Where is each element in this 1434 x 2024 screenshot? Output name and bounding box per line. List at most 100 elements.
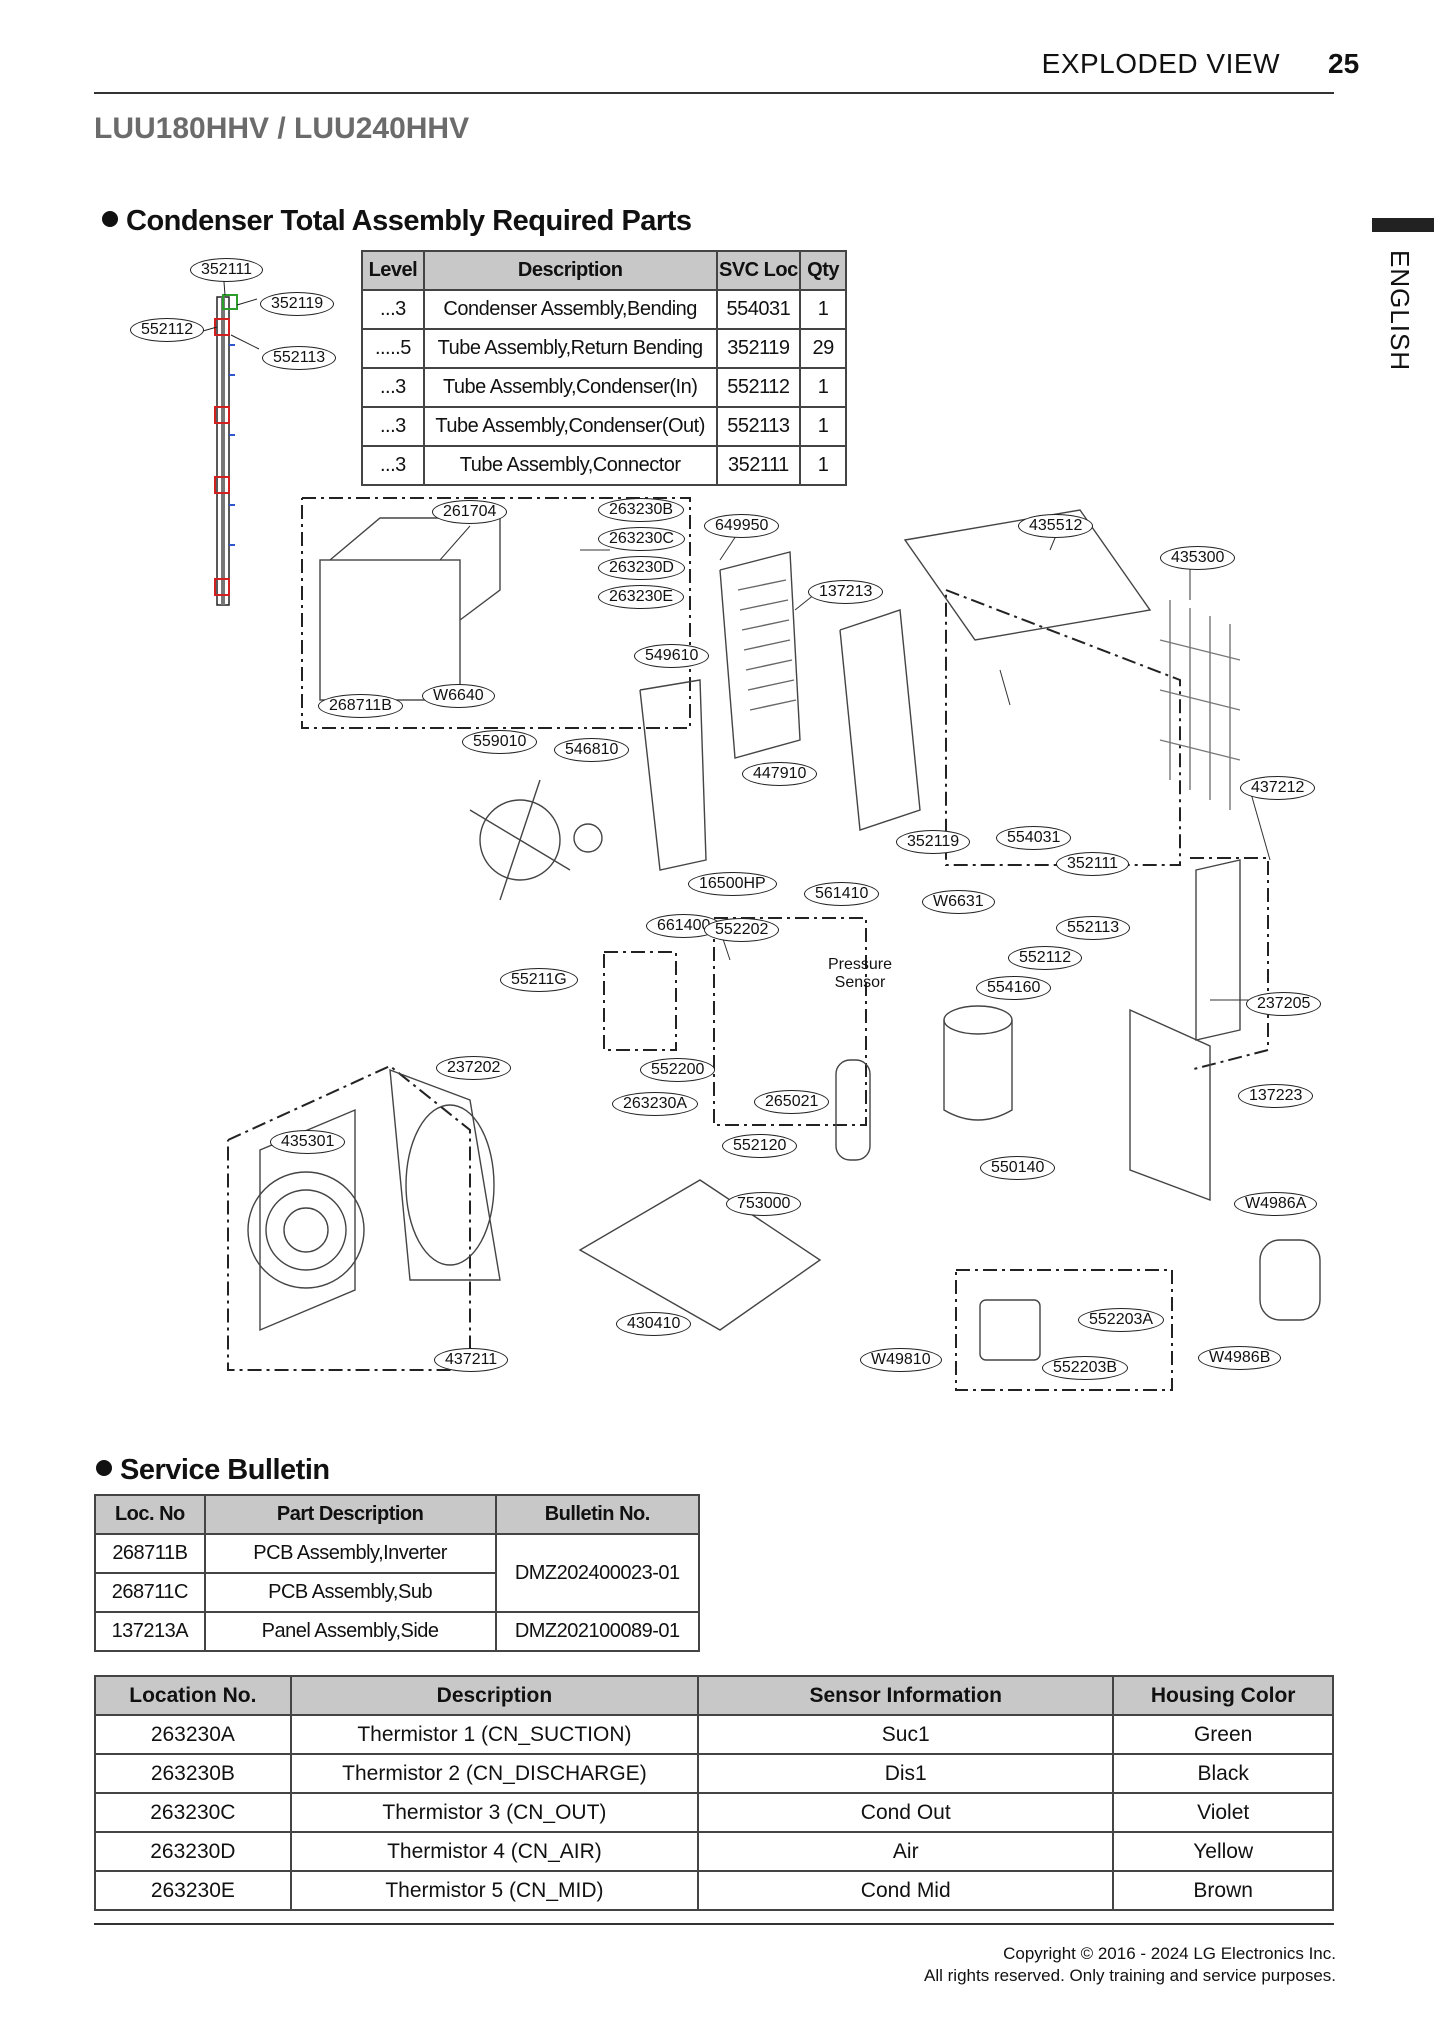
cell-qty: 1 bbox=[799, 406, 847, 447]
rights-line: All rights reserved. Only training and s… bbox=[924, 1966, 1336, 1985]
column-header: Sensor Information bbox=[697, 1675, 1115, 1716]
table-row: ...3 Tube Assembly,Connector 352111 1 bbox=[361, 445, 847, 486]
cell-svc-loc: 352111 bbox=[715, 445, 802, 486]
column-header: Part Description bbox=[203, 1494, 497, 1535]
callout-552112: 552112 bbox=[1008, 946, 1083, 970]
cell-part-description: PCB Assembly,Inverter bbox=[203, 1533, 497, 1574]
table-row: 263230D Thermistor 4 (CN_AIR) Air Yellow bbox=[94, 1831, 1334, 1872]
cell-part-description: PCB Assembly,Sub bbox=[203, 1572, 497, 1613]
model-title: LUU180HHV / LUU240HHV bbox=[94, 112, 470, 145]
callout-265021: 265021 bbox=[754, 1090, 830, 1114]
column-header: Description bbox=[289, 1675, 700, 1716]
callout-437212: 437212 bbox=[1240, 776, 1316, 800]
callout-649950: 649950 bbox=[704, 514, 780, 538]
cell-description: Condenser Assembly,Bending bbox=[422, 289, 718, 330]
cell-level: ...3 bbox=[361, 289, 425, 330]
cell-svc-loc: 352119 bbox=[715, 328, 802, 369]
bullet-icon bbox=[102, 211, 118, 228]
cell-location-no: 263230A bbox=[94, 1714, 292, 1755]
cell-sensor-info: Cond Out bbox=[697, 1792, 1115, 1833]
bullet-icon bbox=[96, 1460, 112, 1477]
table-header-row: Loc. No Part Description Bulletin No. bbox=[94, 1494, 700, 1535]
callout-435512: 435512 bbox=[1018, 514, 1094, 538]
callout-237202: 237202 bbox=[436, 1056, 512, 1080]
cell-qty: 1 bbox=[799, 289, 847, 330]
service-bulletin-title: Service Bulletin bbox=[96, 1454, 330, 1487]
service-bulletin-title-text: Service Bulletin bbox=[120, 1454, 330, 1486]
callout-435300: 435300 bbox=[1160, 546, 1236, 570]
thermistor-table: Location No. Description Sensor Informat… bbox=[94, 1675, 1334, 1911]
language-tab: ENGLISH bbox=[1385, 250, 1415, 372]
callout-137213: 137213 bbox=[808, 580, 884, 604]
cell-description: Thermistor 2 (CN_DISCHARGE) bbox=[289, 1753, 700, 1794]
table-row: 268711C PCB Assembly,Sub bbox=[94, 1572, 699, 1613]
cell-housing-color: Black bbox=[1112, 1753, 1334, 1794]
header-title: EXPLODED VIEW bbox=[1041, 48, 1280, 79]
cell-sensor-info: Dis1 bbox=[697, 1753, 1115, 1794]
cell-housing-color: Brown bbox=[1112, 1870, 1334, 1911]
column-header: Bulletin No. bbox=[494, 1494, 700, 1535]
cell-description: Thermistor 1 (CN_SUCTION) bbox=[289, 1714, 700, 1755]
cell-svc-loc: 552112 bbox=[715, 367, 802, 408]
condenser-section-title-text: Condenser Total Assembly Required Parts bbox=[126, 205, 692, 237]
callout-263230e: 263230E bbox=[598, 585, 685, 609]
copyright-line: Copyright © 2016 - 2024 LG Electronics I… bbox=[1003, 1944, 1336, 1963]
cell-qty: 1 bbox=[799, 445, 847, 486]
cell-sensor-info: Cond Mid bbox=[697, 1870, 1115, 1911]
cell-sensor-info: Air bbox=[697, 1831, 1115, 1872]
callout-coil-352111: 352111 bbox=[190, 258, 264, 282]
cell-description: Thermistor 4 (CN_AIR) bbox=[289, 1831, 700, 1872]
table-row: 263230C Thermistor 3 (CN_OUT) Cond Out V… bbox=[94, 1792, 1334, 1833]
cell-description: Thermistor 3 (CN_OUT) bbox=[289, 1792, 700, 1833]
callout-w49810: W49810 bbox=[860, 1348, 942, 1372]
cell-bulletin-no: DMZ202100089-01 bbox=[494, 1611, 700, 1652]
callout-268711b: 268711B bbox=[318, 694, 403, 718]
cell-loc-no: 268711C bbox=[94, 1572, 206, 1613]
callout-16500hp: 16500HP bbox=[688, 872, 777, 896]
cell-part-description: Panel Assembly,Side bbox=[203, 1611, 497, 1652]
column-header: Qty bbox=[799, 250, 847, 291]
cell-description: Tube Assembly,Connector bbox=[422, 445, 718, 486]
callout-561410: 561410 bbox=[804, 882, 880, 906]
callout-546810: 546810 bbox=[554, 738, 630, 762]
cell-svc-loc: 554031 bbox=[715, 289, 802, 330]
callout-552203b: 552203B bbox=[1042, 1356, 1129, 1380]
callout-261704: 261704 bbox=[432, 500, 508, 524]
callout-552120: 552120 bbox=[722, 1134, 798, 1158]
cell-description: Tube Assembly,Condenser(In) bbox=[422, 367, 718, 408]
callout-435301: 435301 bbox=[270, 1130, 346, 1154]
column-header: Description bbox=[422, 250, 718, 291]
cell-qty: 1 bbox=[799, 367, 847, 408]
cell-qty: 29 bbox=[799, 328, 847, 369]
callout-w4986a: W4986A bbox=[1234, 1192, 1318, 1216]
table-row: 268711B PCB Assembly,Inverter DMZ2024000… bbox=[94, 1533, 700, 1613]
pressure-sensor-label: Pressure Sensor bbox=[828, 956, 893, 991]
cell-description: Tube Assembly,Condenser(Out) bbox=[422, 406, 718, 447]
callout-552203a: 552203A bbox=[1078, 1308, 1165, 1332]
callout-753000: 753000 bbox=[726, 1192, 802, 1216]
cell-loc-no: 137213A bbox=[94, 1611, 206, 1652]
cell-location-no: 263230B bbox=[94, 1753, 292, 1794]
table-row: 263230A Thermistor 1 (CN_SUCTION) Suc1 G… bbox=[94, 1714, 1334, 1755]
cell-description: Thermistor 5 (CN_MID) bbox=[289, 1870, 700, 1911]
cell-housing-color: Violet bbox=[1112, 1792, 1334, 1833]
table-header-row: Location No. Description Sensor Informat… bbox=[94, 1675, 1334, 1716]
column-header: Loc. No bbox=[94, 1494, 206, 1535]
cell-svc-loc: 552113 bbox=[715, 406, 802, 447]
callout-137223: 137223 bbox=[1238, 1084, 1314, 1108]
callout-w4986b: W4986B bbox=[1198, 1346, 1282, 1370]
callout-437211: 437211 bbox=[434, 1348, 509, 1372]
exploded-view-diagram bbox=[227, 497, 1321, 1391]
footer-rule bbox=[94, 1923, 1334, 1925]
callout-w6640: W6640 bbox=[422, 684, 495, 708]
table-row: ...3 Condenser Assembly,Bending 554031 1 bbox=[361, 289, 847, 330]
callout-550140: 550140 bbox=[980, 1156, 1056, 1180]
table-row: .....5 Tube Assembly,Return Bending 3521… bbox=[361, 328, 847, 369]
cell-location-no: 263230E bbox=[94, 1870, 292, 1911]
cell-level: .....5 bbox=[361, 328, 425, 369]
header-rule bbox=[94, 92, 1334, 94]
service-bulletin-table: Loc. No Part Description Bulletin No. 26… bbox=[94, 1494, 700, 1652]
callout-554160: 554160 bbox=[976, 976, 1052, 1000]
callout-552200: 552200 bbox=[640, 1058, 716, 1082]
callout-263230a: 263230A bbox=[612, 1092, 699, 1116]
